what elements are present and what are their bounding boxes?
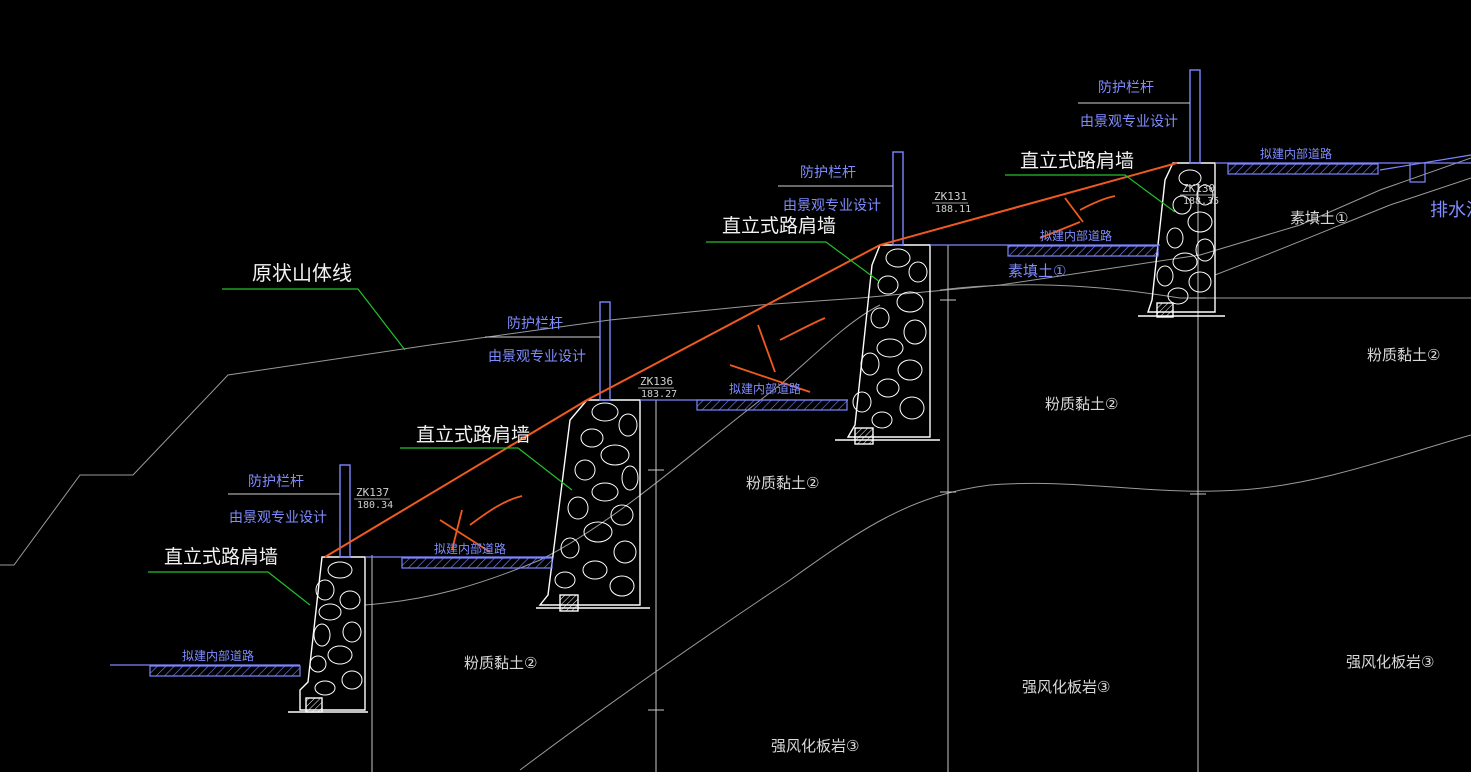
leader-lines bbox=[148, 174, 1176, 606]
borehole-elevation-4: 188.35 bbox=[1183, 196, 1219, 207]
borehole-id-1: ZK137 bbox=[356, 486, 389, 499]
soil-silty-clay-label-4: 粉质黏土② bbox=[464, 654, 537, 672]
retaining-wall-2 bbox=[536, 399, 650, 612]
railing-posts bbox=[339, 69, 1201, 558]
borehole-elevation-1: 180.34 bbox=[357, 500, 393, 511]
internal-road-label-3: 拟建内部道路 bbox=[729, 381, 801, 396]
retaining-wall-label-2: 直立式路肩墙 bbox=[416, 424, 530, 446]
soil-fill-label-1: 素填土① bbox=[1290, 209, 1348, 227]
retaining-wall-3 bbox=[835, 244, 940, 445]
borehole-lines bbox=[371, 185, 1206, 772]
slate-boundary-lower bbox=[519, 434, 1471, 771]
railing-note-underlines bbox=[228, 102, 1190, 495]
borehole-elevation-3: 188.11 bbox=[935, 204, 971, 215]
drainage-label: 排水沟 bbox=[1430, 200, 1471, 221]
soil-slate-label-3: 强风化板岩③ bbox=[771, 737, 859, 755]
railing-label-3: 防护栏杆 bbox=[800, 165, 856, 181]
borehole-elevation-2: 183.27 bbox=[641, 389, 677, 400]
railing-label-2: 防护栏杆 bbox=[507, 316, 563, 332]
railing-note-3: 由景观专业设计 bbox=[783, 198, 881, 214]
internal-road-label-5: 拟建内部道路 bbox=[1260, 146, 1332, 161]
soil-boundaries bbox=[0, 157, 1471, 771]
railing-label-4: 防护栏杆 bbox=[1098, 80, 1154, 96]
retaining-walls bbox=[288, 162, 1225, 713]
retaining-wall-label-1: 直立式路肩墙 bbox=[164, 546, 278, 568]
railing-note-1: 由景观专业设计 bbox=[229, 510, 327, 526]
internal-road-label-4: 拟建内部道路 bbox=[1040, 228, 1112, 243]
soil-slate-label-1: 强风化板岩③ bbox=[1346, 653, 1434, 671]
retaining-wall-1 bbox=[288, 556, 368, 713]
internal-road-label-2: 拟建内部道路 bbox=[434, 541, 506, 556]
borehole-labels: ZK137 180.34 ZK136 183.27 ZK131 188.11 Z… bbox=[354, 182, 1219, 511]
design-slope-line bbox=[324, 162, 1178, 558]
internal-roads bbox=[110, 154, 1471, 677]
soil-silty-clay-label-3: 粉质黏土② bbox=[746, 474, 819, 492]
annotations: 原状山体线 直立式路肩墙 直立式路肩墙 直立式路肩墙 直立式路肩墙 防护栏杆 由… bbox=[164, 80, 1471, 755]
borehole-id-4: ZK130 bbox=[1182, 182, 1215, 195]
soil-silty-clay-label-1: 粉质黏土② bbox=[1367, 346, 1440, 364]
soil-slate-label-2: 强风化板岩③ bbox=[1022, 678, 1110, 696]
borehole-id-2: ZK136 bbox=[640, 375, 673, 388]
retaining-wall-4 bbox=[1138, 162, 1225, 318]
soil-fill-label-2: 素填土① bbox=[1008, 262, 1066, 280]
original-mountain-line-label: 原状山体线 bbox=[252, 261, 352, 285]
railing-label-1: 防护栏杆 bbox=[248, 474, 304, 490]
railing-note-4: 由景观专业设计 bbox=[1080, 114, 1178, 130]
original-mountain-line bbox=[0, 157, 1471, 566]
retaining-wall-label-4: 直立式路肩墙 bbox=[1020, 150, 1134, 172]
fill-layer-upper bbox=[1214, 177, 1471, 276]
borehole-id-3: ZK131 bbox=[934, 190, 967, 203]
railing-note-2: 由景观专业设计 bbox=[488, 349, 586, 365]
internal-road-label-1: 拟建内部道路 bbox=[182, 648, 254, 663]
silty-clay-boundary-lower bbox=[364, 304, 881, 606]
fill-silty-clay-boundary bbox=[939, 284, 1471, 299]
design-line-group bbox=[324, 162, 1178, 558]
retaining-wall-label-3: 直立式路肩墙 bbox=[722, 215, 836, 237]
soil-silty-clay-label-2: 粉质黏土② bbox=[1045, 395, 1118, 413]
